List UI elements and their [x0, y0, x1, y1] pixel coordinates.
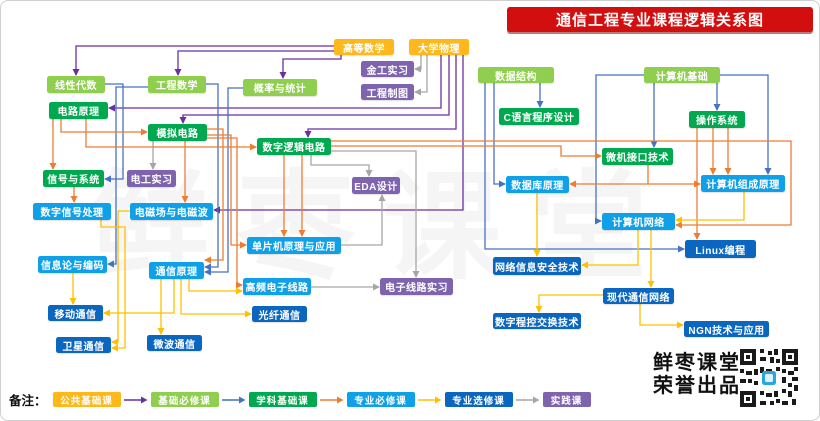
- node-szxh: 数字信号处理: [33, 203, 111, 220]
- node-eda: EDA设计: [352, 177, 400, 194]
- legend-item-discipline: 学科基础课: [248, 392, 317, 407]
- legend-item-major_opt: 专业选修课: [444, 392, 513, 407]
- node-jsjjc: 计算机基础: [644, 67, 720, 83]
- node-chengkong: 数字程控交换技术: [493, 313, 581, 329]
- edge-daxuewuli-dianlu: [108, 55, 442, 112]
- node-zcyl: 计算机组成原理: [701, 175, 785, 192]
- edge-gaoshu-xianxing: [72, 45, 334, 76]
- brand-block: 鲜枣课堂 荣誉出品: [653, 352, 741, 398]
- edge-szlj-eda: [310, 155, 373, 177]
- edge-szlj-jsjwl: [331, 140, 792, 229]
- node-xiandai: 现代通信网络: [603, 288, 674, 304]
- node-weibo: 微波通信: [147, 335, 202, 351]
- edge-daxuewuli-moni: [179, 55, 450, 124]
- node-gailv: 概率与统计: [243, 79, 317, 96]
- edge-tongxin-yidong: [103, 279, 175, 317]
- node-xinhao: 信号与系统: [43, 170, 104, 187]
- edge-xiandai-ngn: [639, 304, 684, 329]
- edge-tongxin-gaopin: [188, 279, 243, 295]
- edge-gaoshu-gailv: [279, 55, 342, 79]
- node-ngn: NGN技术与应用: [684, 321, 769, 337]
- edge-zcyl-jsjwl: [675, 192, 745, 224]
- brand-name: 鲜枣课堂: [653, 352, 741, 374]
- edge-dianlu-szlj: [85, 119, 257, 151]
- edge-jsjwl-anquan: [581, 230, 639, 269]
- node-weixing: 卫星通信: [56, 337, 111, 353]
- edge-moni-tongxin: [204, 128, 224, 264]
- node-tongxin: 通信原理: [149, 262, 204, 279]
- edge-sjjg-sjk: [493, 83, 506, 188]
- node-gcsx: 工程数学: [148, 76, 206, 93]
- legend-arrow-orange: [319, 396, 344, 403]
- node-wjjk: 微机接口技术: [602, 148, 673, 165]
- legend-item-basic: 基础必修课: [150, 392, 219, 407]
- node-moni: 模拟电路: [148, 124, 207, 141]
- legend-label: 备注：: [9, 394, 47, 408]
- edge-dianci-weixing: [111, 210, 130, 346]
- edge-xiandai-chengkong: [535, 294, 603, 313]
- node-jsjwl: 计算机网络: [602, 213, 675, 230]
- edge-tongxin-guangxian: [180, 279, 252, 318]
- node-yidong: 移动通信: [48, 305, 103, 321]
- legend-item-major_req: 专业必修课: [346, 392, 415, 407]
- node-sjjg: 数据结构: [478, 67, 554, 83]
- node-daxuewuli: 大学物理: [409, 39, 469, 55]
- edge-jsjjc-jsjwl: [595, 74, 644, 225]
- node-danpianji: 单片机原理与应用: [247, 237, 341, 254]
- node-dianlu: 电路原理: [49, 102, 108, 119]
- edge-moni-danpianji: [207, 134, 247, 249]
- node-xinxilun: 信息论与编码: [38, 256, 107, 273]
- edge-szxh-weixing: [100, 220, 126, 352]
- node-zhitu: 工程制图: [361, 84, 414, 100]
- edge-szlj-wjjk: [331, 145, 602, 160]
- node-szlj: 数字逻辑电路: [257, 138, 331, 155]
- edge-gcsx-xinxilun: [107, 86, 148, 268]
- legend-arrow-blue: [221, 396, 246, 403]
- edge-daxuewuli-szlj: [304, 55, 457, 138]
- edge-szlj-dzsx: [331, 150, 420, 278]
- edge-wjjk-sjk: [569, 165, 649, 188]
- edge-gaoshu-gcsx: [174, 50, 334, 76]
- node-dzsx: 电子线路实习: [380, 278, 453, 295]
- edge-gailv-tongxin: [204, 87, 243, 276]
- node-gaoshu: 高等数学: [334, 39, 394, 55]
- edge-sjjg-linux: [484, 83, 685, 253]
- node-linux: Linux编程: [685, 240, 756, 258]
- edge-dianlu-moni: [60, 119, 148, 136]
- edge-daxuewuli-dianci: [213, 55, 464, 214]
- node-dianci: 电磁场与电磁波: [130, 203, 213, 220]
- node-czxt: 操作系统: [689, 111, 745, 128]
- node-sjk: 数据库原理: [506, 176, 569, 193]
- node-diangong: 电工实习: [127, 170, 176, 187]
- qr-code-icon: [740, 349, 798, 407]
- node-xianxing: 线性代数: [47, 76, 105, 93]
- node-gaopin: 高频电子线路: [243, 278, 311, 295]
- edge-daxuewuli-jingong: [414, 55, 422, 73]
- node-cyuyan: C语言程序设计: [499, 108, 579, 125]
- node-jingong: 金工实习: [361, 61, 414, 77]
- legend-item-public: 公共基础课: [52, 392, 121, 407]
- legend-arrow-yellow: [417, 396, 442, 403]
- brand-credit: 荣誉出品: [653, 375, 741, 397]
- edge-gcsx-tongxin: [204, 83, 219, 271]
- node-anquan: 网络信息安全技术: [493, 257, 581, 275]
- page-title: 通信工程专业课程逻辑关系图: [507, 7, 813, 32]
- edge-danpianji-eda: [341, 194, 386, 246]
- legend-arrow-gray: [515, 396, 540, 403]
- edge-daxuewuli-zhitu: [414, 55, 428, 96]
- node-guangxian: 光纤通信: [252, 306, 307, 322]
- edge-moni-gaopin: [207, 137, 243, 289]
- legend: 备注： 公共基础课 基础必修课 学科基础课 专业必修课 专业选修课 实践课: [9, 390, 591, 409]
- legend-arrow-purple: [123, 396, 148, 403]
- legend-item-practice: 实践课: [542, 392, 591, 407]
